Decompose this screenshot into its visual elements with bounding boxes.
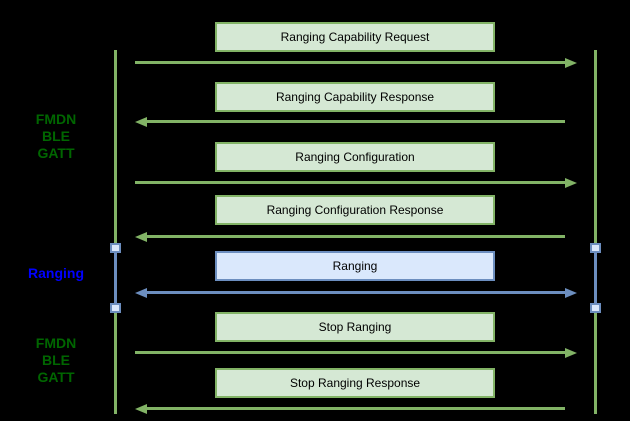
- arrow-ranging-configuration: [135, 177, 577, 188]
- message-box-ranging-configuration: Ranging Configuration: [215, 142, 495, 172]
- message-box-ranging-capability-request: Ranging Capability Request: [215, 22, 495, 52]
- section-label-fmdn-ble-gatt-top: FMDN BLE GATT: [35, 111, 77, 161]
- section-label-fmdn-ble-gatt-bottom: FMDN BLE GATT: [35, 335, 77, 385]
- message-box-ranging-capability-response: Ranging Capability Response: [215, 82, 495, 112]
- arrow-ranging-configuration-response: [135, 231, 565, 242]
- lifeline-right: [594, 50, 597, 414]
- endpoint-marker-right-top: [590, 243, 601, 253]
- section-label-ranging: Ranging: [28, 265, 84, 281]
- arrow-ranging-capability-request: [135, 57, 577, 68]
- arrow-ranging-capability-response: [135, 116, 565, 127]
- endpoint-marker-left-top: [110, 243, 121, 253]
- lifeline-left-ranging-segment: [114, 250, 117, 307]
- message-box-ranging: Ranging: [215, 251, 495, 281]
- arrow-stop-ranging-response: [135, 403, 565, 414]
- arrow-stop-ranging: [135, 347, 577, 358]
- lifeline-right-ranging-segment: [594, 250, 597, 307]
- endpoint-marker-right-bottom: [590, 303, 601, 313]
- message-box-ranging-configuration-response: Ranging Configuration Response: [215, 195, 495, 225]
- arrow-ranging-bidirectional: [135, 287, 577, 298]
- lifeline-left: [114, 50, 117, 414]
- message-box-stop-ranging-response: Stop Ranging Response: [215, 368, 495, 398]
- message-box-stop-ranging: Stop Ranging: [215, 312, 495, 342]
- endpoint-marker-left-bottom: [110, 303, 121, 313]
